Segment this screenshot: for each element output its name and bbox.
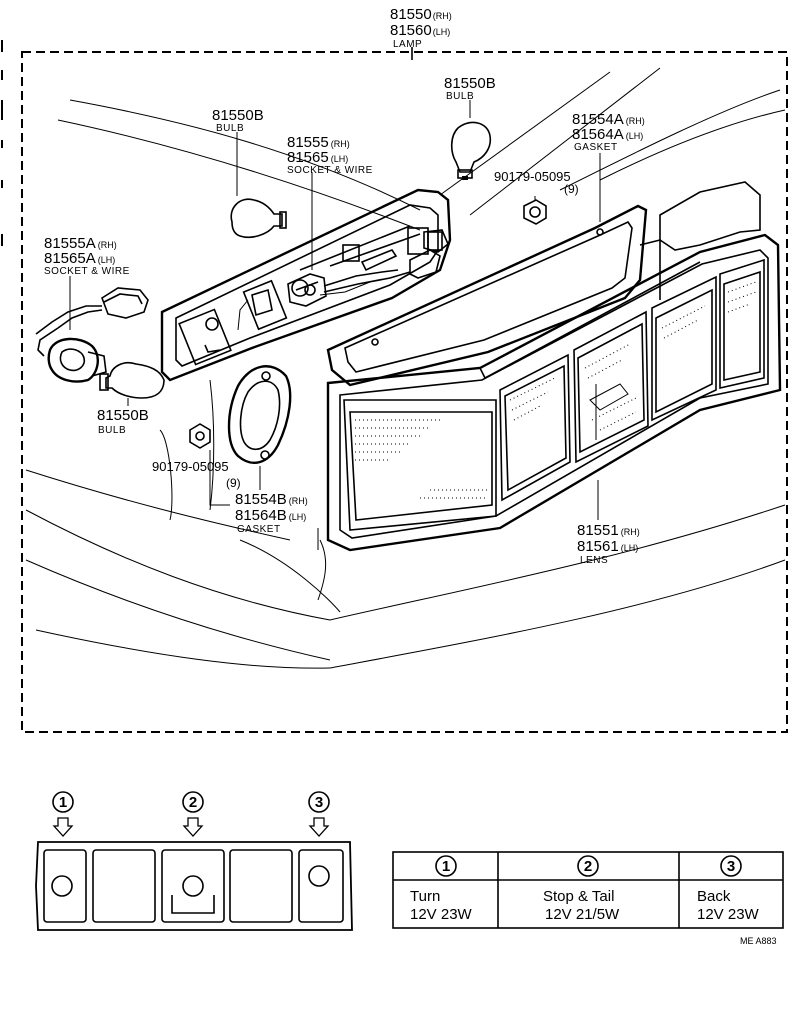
svg-text:2: 2 (584, 858, 592, 875)
table-cell-stop-tail-spec: 12V 21/5W (545, 906, 620, 923)
position-3-marker: 3 (308, 791, 330, 837)
svg-text:(9): (9) (226, 476, 241, 490)
svg-text:(9): (9) (564, 182, 579, 196)
svg-text:BULB: BULB (446, 91, 474, 102)
svg-text:81564A(LH): 81564A(LH) (572, 126, 643, 143)
svg-text:GASKET: GASKET (237, 524, 281, 535)
svg-text:1: 1 (59, 794, 67, 811)
table-header-1: 1 (435, 855, 457, 877)
table-cell-back-name: Back (697, 888, 731, 905)
svg-text:81554A(RH): 81554A(RH) (572, 111, 645, 128)
svg-text:GASKET: GASKET (574, 142, 618, 153)
lamp-outline (35, 841, 353, 931)
svg-text:81551(RH): 81551(RH) (577, 522, 640, 539)
socket-wire-center-icon (287, 229, 449, 307)
table-cell-stop-tail-name: Stop & Tail (543, 888, 614, 905)
svg-text:81560(LH): 81560(LH) (390, 22, 450, 39)
nut-bottom-icon (189, 423, 211, 449)
bulb-bottom-icon (99, 361, 165, 399)
lamp-housing (160, 188, 452, 382)
label-lamp: 81550(RH) 81560(LH) LAMP (390, 6, 452, 50)
svg-text:81550B: 81550B (97, 407, 149, 424)
svg-text:BULB: BULB (98, 425, 126, 436)
svg-text:81550B: 81550B (212, 107, 264, 124)
svg-text:81565(LH): 81565(LH) (287, 149, 348, 166)
position-2-marker: 2 (182, 791, 204, 837)
bulb-position-2-icon (182, 875, 204, 897)
label-bulb-top: 81550B BULB (444, 75, 496, 102)
label-nut-top: 90179-05095 (9) (494, 169, 579, 196)
svg-text:3: 3 (315, 794, 323, 811)
label-socket-center: 81555(RH) 81565(LH) SOCKET & WIRE (287, 134, 373, 176)
lens-assembly (326, 233, 782, 552)
svg-text:81565A(LH): 81565A(LH) (44, 250, 115, 267)
label-lens: 81551(RH) 81561(LH) LENS (577, 522, 640, 566)
leader-lines (69, 100, 601, 550)
svg-text:LENS: LENS (580, 555, 608, 566)
label-nut-bottom: 90179-05095 (9) (152, 459, 241, 490)
bulb-left-icon (230, 198, 287, 239)
assembly-boundary (21, 51, 788, 733)
svg-text:SOCKET & WIRE: SOCKET & WIRE (287, 165, 373, 176)
bulb-spec-table: 1 2 3 Turn 12V 23W Stop & Tail 12V 21/5W… (392, 851, 784, 929)
svg-text:81564B(LH): 81564B(LH) (235, 507, 306, 524)
svg-text:81550(RH): 81550(RH) (390, 6, 452, 23)
vehicle-body (25, 67, 786, 669)
position-1-marker: 1 (52, 791, 74, 837)
svg-text:BULB: BULB (216, 123, 244, 134)
svg-text:1: 1 (442, 858, 450, 875)
table-header-3: 3 (720, 855, 742, 877)
bulb-top-icon (450, 121, 492, 180)
svg-text:81555A(RH): 81555A(RH) (44, 235, 117, 252)
bulb-position-diagram: 1 2 3 (35, 791, 353, 931)
footer-code: ME A883 (740, 936, 777, 946)
table-cell-back-spec: 12V 23W (697, 906, 760, 923)
label-gasket-a: 81554A(RH) 81564A(LH) GASKET (572, 111, 645, 153)
label-gasket-b: 81554B(RH) 81564B(LH) GASKET (235, 491, 308, 535)
gasket-a (326, 204, 648, 387)
gasket-b (227, 365, 292, 464)
svg-text:81555(RH): 81555(RH) (287, 134, 350, 151)
svg-text:2: 2 (189, 794, 197, 811)
svg-text:LAMP: LAMP (393, 39, 422, 50)
svg-text:3: 3 (727, 858, 735, 875)
label-bulb-left: 81550B BULB (212, 107, 264, 134)
table-cell-turn-name: Turn (410, 888, 440, 905)
label-socket-left: 81555A(RH) 81565A(LH) SOCKET & WIRE (44, 235, 130, 277)
svg-text:SOCKET & WIRE: SOCKET & WIRE (44, 266, 130, 277)
svg-text:81561(LH): 81561(LH) (577, 538, 638, 555)
bulb-position-1-icon (51, 875, 73, 897)
table-header-2: 2 (577, 855, 599, 877)
svg-text:81554B(RH): 81554B(RH) (235, 491, 308, 508)
socket-wire-left-icon (35, 287, 149, 383)
svg-text:90179-05095: 90179-05095 (494, 169, 571, 184)
table-cell-turn-spec: 12V 23W (410, 906, 473, 923)
label-bulb-bottom: 81550B BULB (97, 407, 149, 436)
nut-top-icon (523, 199, 547, 225)
svg-text:81550B: 81550B (444, 75, 496, 92)
bulb-position-3-icon (308, 865, 330, 887)
svg-text:90179-05095: 90179-05095 (152, 459, 229, 474)
